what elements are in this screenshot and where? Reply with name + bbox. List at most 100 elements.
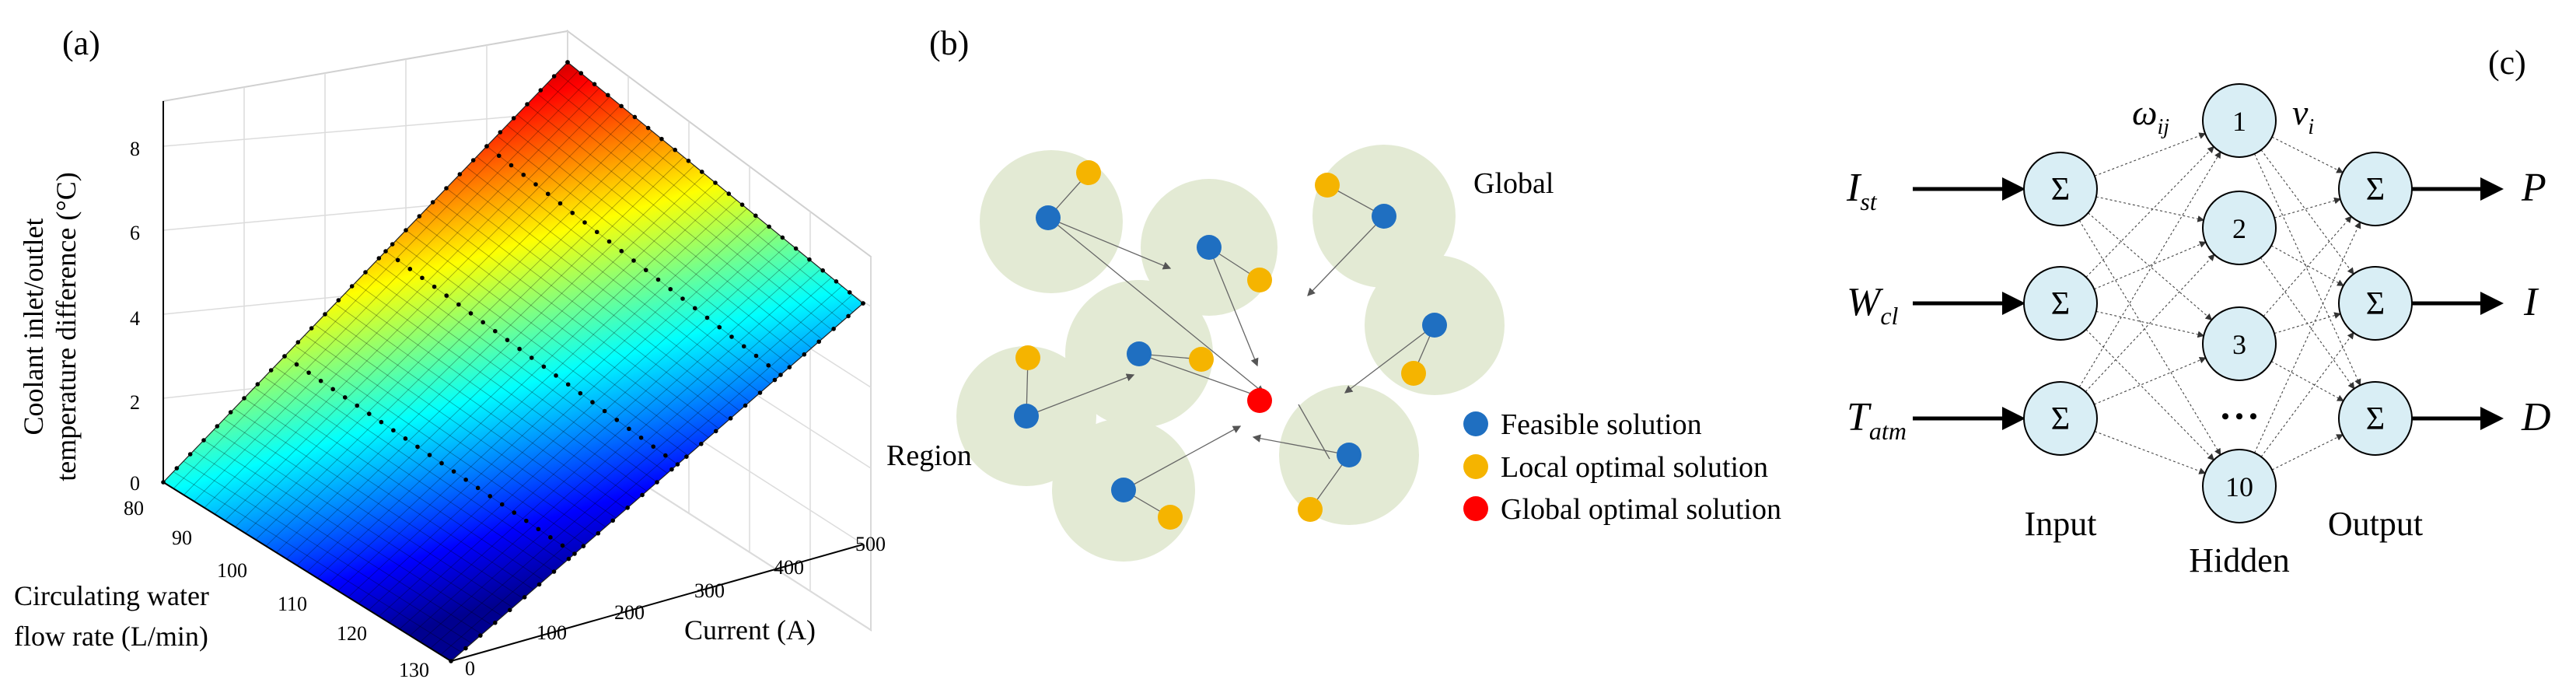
input-var-sub: atm xyxy=(1869,417,1907,445)
optimization-svg: (b) xyxy=(886,24,1781,562)
sum-symbol: Σ xyxy=(2366,286,2385,322)
global-optimal-point xyxy=(1247,388,1272,413)
legend-swatch-local xyxy=(1463,454,1488,479)
hidden-node-label: 1 xyxy=(2232,106,2246,137)
legend-label-global: Global optimal solution xyxy=(1501,493,1781,526)
sum-symbol: Σ xyxy=(2366,401,2385,437)
sum-symbol: Σ xyxy=(2051,286,2070,322)
weight-out-sub: i xyxy=(2308,115,2314,139)
input-var-main: T xyxy=(1847,395,1872,439)
hidden-node xyxy=(2202,306,2277,381)
current-tick-label: 400 xyxy=(774,556,804,579)
input-var-wcl: Wcl xyxy=(1847,280,1899,330)
weight-out-label: vi xyxy=(2292,93,2314,139)
legend-swatch-global xyxy=(1463,496,1488,521)
local-optimal-point xyxy=(1315,173,1340,198)
panel-a-surface-plot: (a) 0 2 4 6 8 80 90 100 110 120 xyxy=(0,0,886,682)
local-optimal-point xyxy=(1247,268,1272,292)
flow-tick-label: 120 xyxy=(337,622,367,645)
regions xyxy=(956,145,1505,562)
input-var-tatm: Tatm xyxy=(1847,395,1907,445)
output-node xyxy=(2338,381,2413,456)
current-tick-label: 0 xyxy=(465,657,475,680)
z-axis-label: Coolant inlet/outlet temperature differe… xyxy=(18,172,82,481)
weight-in-main: ω xyxy=(2132,93,2157,132)
input-variable-labels: Ist Wcl Tatm xyxy=(1846,166,1907,445)
hidden-ellipsis: • • • xyxy=(2221,404,2258,429)
region-label: Region xyxy=(886,439,972,472)
flow-tick-label: 90 xyxy=(172,527,192,549)
flow-label-line1: Circulating water xyxy=(14,580,209,611)
hidden-node-label: 2 xyxy=(2232,213,2246,244)
current-tick-label: 500 xyxy=(855,533,886,555)
panel-b-label: (b) xyxy=(929,24,969,62)
hidden-layer-label: Hidden xyxy=(2189,541,2290,579)
hidden-node xyxy=(2202,83,2277,158)
output-var-p: P xyxy=(2521,166,2546,210)
panel-c-neural-network: (c) Σ Σ Σ 1 2 xyxy=(1835,0,2576,682)
local-optimal-point xyxy=(1076,160,1101,185)
feasible-solutions xyxy=(1014,204,1447,502)
z-tick-label: 2 xyxy=(130,391,140,414)
surface-plot-svg: (a) 0 2 4 6 8 80 90 100 110 120 xyxy=(14,24,886,681)
flow-tick-labels: 80 90 100 110 120 130 xyxy=(124,497,429,681)
z-tick-label: 6 xyxy=(130,222,140,244)
hidden-node xyxy=(2202,191,2277,265)
weight-in-sub: ij xyxy=(2157,115,2169,139)
z-tick-labels: 0 2 4 6 8 xyxy=(130,138,140,495)
sum-symbol: Σ xyxy=(2366,172,2385,208)
legend: Feasible solution Local optimal solution… xyxy=(1463,408,1781,526)
feasible-point xyxy=(1372,204,1396,229)
feasible-point xyxy=(1014,404,1039,429)
weight-in-label: ωij xyxy=(2132,93,2169,139)
local-optimal-point xyxy=(1015,345,1040,370)
hidden-node-label: 10 xyxy=(2225,471,2253,502)
weight-out-main: v xyxy=(2292,93,2309,132)
input-var-sub: st xyxy=(1860,187,1877,215)
network-connections xyxy=(2078,132,2361,474)
z-label-line1: Coolant inlet/outlet xyxy=(18,219,49,436)
feasible-point xyxy=(1422,313,1447,338)
output-var-i: I xyxy=(2523,280,2539,324)
feasible-point xyxy=(1111,478,1136,502)
input-arrows xyxy=(1913,177,2025,430)
input-var-main: W xyxy=(1847,280,1884,324)
network-svg: (c) Σ Σ Σ 1 2 xyxy=(1846,44,2551,579)
local-optimal-point xyxy=(1189,347,1214,372)
output-node xyxy=(2338,152,2413,226)
flow-tick-label: 80 xyxy=(124,497,144,520)
legend-label-feasible: Feasible solution xyxy=(1501,408,1702,441)
output-layer: Σ Σ Σ xyxy=(2338,152,2413,456)
feasible-point xyxy=(1036,205,1061,230)
output-layer-label: Output xyxy=(2328,505,2423,543)
local-optimal-point xyxy=(1158,505,1183,530)
flow-tick-label: 110 xyxy=(278,593,307,615)
input-var-ist: Ist xyxy=(1846,166,1878,215)
current-axis-label: Current (A) xyxy=(684,614,816,646)
output-arrows xyxy=(2410,177,2504,430)
panel-a-label: (a) xyxy=(62,24,100,62)
current-tick-label: 100 xyxy=(537,621,567,644)
hidden-node-label: 3 xyxy=(2232,329,2246,360)
flow-label-line2: flow rate (L/min) xyxy=(14,621,208,652)
legend-label-local: Local optimal solution xyxy=(1501,451,1768,484)
flow-axis xyxy=(163,481,452,662)
input-node xyxy=(2023,266,2098,341)
hidden-layer: 1 2 3 • • • 10 xyxy=(2202,83,2277,523)
current-tick-label: 200 xyxy=(614,601,645,624)
z-tick-label: 4 xyxy=(130,307,140,330)
output-var-d: D xyxy=(2521,395,2551,439)
input-layer-label: Input xyxy=(2025,505,2097,543)
legend-swatch-feasible xyxy=(1463,411,1488,436)
z-tick-label: 0 xyxy=(130,472,140,495)
flow-tick-label: 130 xyxy=(399,659,429,681)
input-node xyxy=(2023,381,2098,456)
z-tick-label: 8 xyxy=(130,138,140,160)
current-tick-label: 300 xyxy=(694,579,725,602)
input-var-main: I xyxy=(1846,166,1862,210)
sum-symbol: Σ xyxy=(2051,401,2070,437)
local-optimal-solutions xyxy=(1015,160,1426,530)
feasible-point xyxy=(1337,443,1361,467)
feasible-point xyxy=(1127,341,1152,366)
surface-edge-dots xyxy=(161,60,865,663)
